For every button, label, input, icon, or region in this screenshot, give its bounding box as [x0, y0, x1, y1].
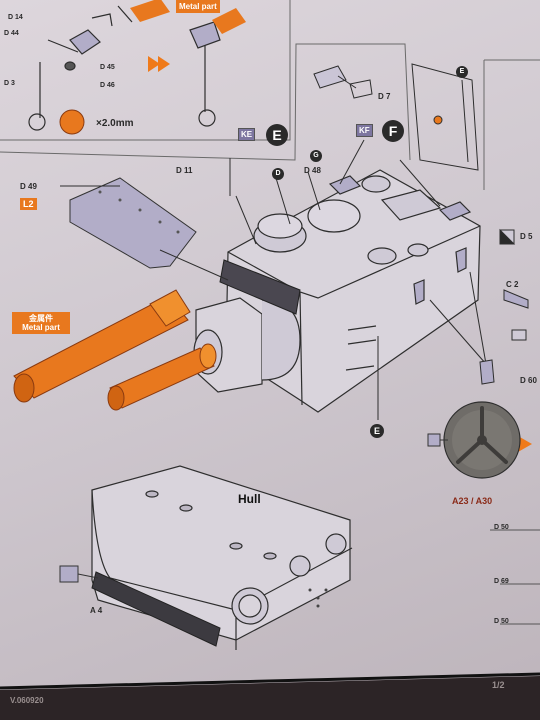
detail-letter-e: E	[456, 66, 468, 78]
callout-d50-lower: D 50	[494, 618, 509, 625]
wire-length-label: ×2.0mm	[96, 118, 134, 129]
callout-d48: D 48	[304, 166, 321, 175]
etched-disc-part	[427, 401, 521, 479]
metal-barrels	[13, 289, 217, 411]
callout-g-badge: G	[310, 150, 322, 162]
hull-front-strip	[91, 571, 221, 647]
turret-callout-e: E	[370, 424, 384, 438]
callout-d7: D 7	[378, 92, 391, 101]
kit-code-e: KE	[238, 128, 256, 141]
rear-plate-part	[69, 177, 197, 269]
callout-d44: D 44	[4, 30, 19, 37]
callout-d49: D 49	[20, 182, 37, 191]
callout-d69: D 69	[494, 578, 509, 585]
layer-tag-l2: L2	[20, 198, 37, 210]
callout-d3: D 3	[4, 80, 15, 87]
step-letter-f: F	[382, 120, 404, 142]
callout-d50-upper: D 50	[494, 524, 509, 531]
metal-part-tag-barrel: 金属件 Metal part	[12, 312, 70, 334]
kit-code-f: KF	[356, 124, 373, 137]
panel-frame-step-e	[0, 43, 411, 161]
step-letter-e: E	[266, 124, 288, 146]
metal-part-tag-top: Metal part	[176, 0, 220, 13]
callout-c2: C 2	[506, 280, 519, 289]
metal-part-english: Metal part	[22, 323, 60, 332]
bottom-dark-band	[0, 676, 540, 720]
right-small-parts	[479, 228, 529, 385]
metal-part-chinese: 金属件	[29, 314, 53, 323]
callout-d45: D 45	[100, 64, 115, 71]
panel-frame-top-left	[0, 0, 291, 141]
callout-d14: D 14	[8, 14, 23, 21]
callout-d11: D 11	[176, 166, 193, 175]
callout-d-badge: D	[272, 168, 284, 180]
hull-small-part	[59, 565, 79, 583]
top-left-orange-parts	[59, 0, 246, 135]
callout-d60: D 60	[520, 376, 537, 385]
callout-d46: D 46	[100, 82, 115, 89]
turret-body	[193, 169, 481, 413]
callout-a4: A 4	[90, 606, 103, 615]
etched-part-label: A23 / A30	[452, 496, 493, 506]
panel-frame-right	[483, 59, 540, 190]
top-left-parts	[28, 5, 221, 131]
hull-title: Hull	[238, 492, 261, 506]
page-number: 1/2	[492, 680, 505, 690]
step-f-detail-parts	[313, 63, 479, 171]
sheet-code: V.060920	[10, 696, 44, 705]
turret-front-strip	[219, 259, 301, 315]
callout-d5: D 5	[520, 232, 533, 241]
hull-drawing	[91, 465, 353, 650]
arrow-orange-right	[518, 436, 532, 452]
